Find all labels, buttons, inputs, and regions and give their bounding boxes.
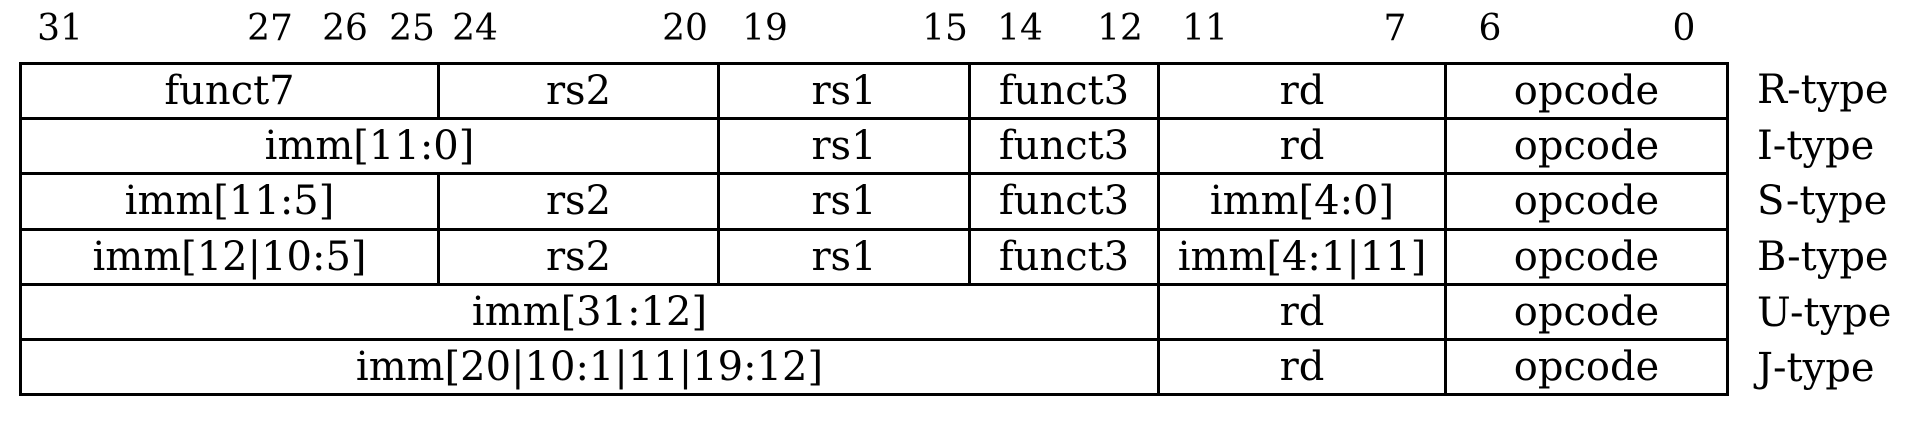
field-rd: rd: [1160, 285, 1447, 338]
instruction-format-table: funct7 rs2 rs1 funct3 rd opcode imm[11:0…: [19, 62, 1729, 396]
field-imm-20-10-1-11-19-12: imm[20|10:1|11|19:12]: [22, 340, 1160, 394]
row-type-label-r: R-type: [1757, 66, 1889, 113]
row-type-label-b: B-type: [1757, 233, 1889, 280]
field-imm-11-5: imm[11:5]: [22, 175, 440, 228]
format-type-labels: R-type I-type S-type B-type U-type J-typ…: [1757, 62, 1891, 396]
format-row-i-type: imm[11:0] rs1 funct3 rd opcode: [22, 120, 1726, 176]
bit-label-6: 6: [1478, 8, 1502, 49]
row-type-label-u: U-type: [1757, 289, 1892, 336]
field-rd: rd: [1160, 120, 1447, 173]
field-imm-4-1-11: imm[4:1|11]: [1160, 230, 1447, 283]
field-rd: rd: [1160, 65, 1447, 118]
bit-label-20: 20: [662, 8, 708, 49]
field-imm-31-12: imm[31:12]: [22, 285, 1160, 338]
field-rd: rd: [1160, 340, 1447, 394]
row-type-label-s: S-type: [1757, 178, 1888, 225]
bit-label-0: 0: [1672, 8, 1696, 49]
field-rs1: rs1: [720, 65, 971, 118]
field-funct3: funct3: [971, 230, 1160, 283]
field-opcode: opcode: [1513, 68, 1660, 115]
field-imm-11-0: imm[11:0]: [22, 120, 720, 173]
field-rs2: rs2: [440, 175, 720, 228]
field-funct3: funct3: [971, 65, 1160, 118]
bit-label-26: 26: [322, 8, 368, 49]
format-row-b-type: imm[12|10:5] rs2 rs1 funct3 imm[4:1|11] …: [22, 230, 1726, 286]
bit-label-11: 11: [1182, 8, 1228, 49]
format-row-s-type: imm[11:5] rs2 rs1 funct3 imm[4:0] opcode: [22, 175, 1726, 231]
field-rs1: rs1: [720, 230, 971, 283]
field-rs1: rs1: [720, 175, 971, 228]
row-type-label-j: J-type: [1757, 345, 1875, 392]
field-imm-4-0: imm[4:0]: [1160, 175, 1447, 228]
format-row-j-type: imm[20|10:1|11|19:12] rd opcode: [22, 340, 1726, 394]
field-funct3: funct3: [971, 175, 1160, 228]
bit-label-24: 24: [452, 8, 498, 49]
field-opcode: opcode: [1513, 123, 1660, 170]
field-rs2: rs2: [440, 65, 720, 118]
format-row-u-type: imm[31:12] rd opcode: [22, 285, 1726, 341]
field-opcode: opcode: [1513, 178, 1660, 225]
bit-label-15: 15: [922, 8, 968, 49]
bit-label-14: 14: [997, 8, 1043, 49]
bit-label-27: 27: [247, 8, 293, 49]
field-opcode: opcode: [1513, 233, 1660, 280]
bit-label-7: 7: [1383, 8, 1407, 49]
field-imm-12-10-5: imm[12|10:5]: [22, 230, 440, 283]
bit-label-25: 25: [389, 8, 435, 49]
bit-label-19: 19: [742, 8, 788, 49]
bit-label-31: 31: [37, 8, 83, 49]
field-rs1: rs1: [720, 120, 971, 173]
field-opcode: opcode: [1513, 288, 1660, 335]
field-funct3: funct3: [971, 120, 1160, 173]
row-type-label-i: I-type: [1757, 122, 1875, 169]
field-opcode: opcode: [1513, 343, 1660, 390]
field-rs2: rs2: [440, 230, 720, 283]
field-funct7: funct7: [22, 65, 440, 118]
format-row-r-type: funct7 rs2 rs1 funct3 rd opcode: [22, 65, 1726, 121]
bit-label-12: 12: [1097, 8, 1143, 49]
